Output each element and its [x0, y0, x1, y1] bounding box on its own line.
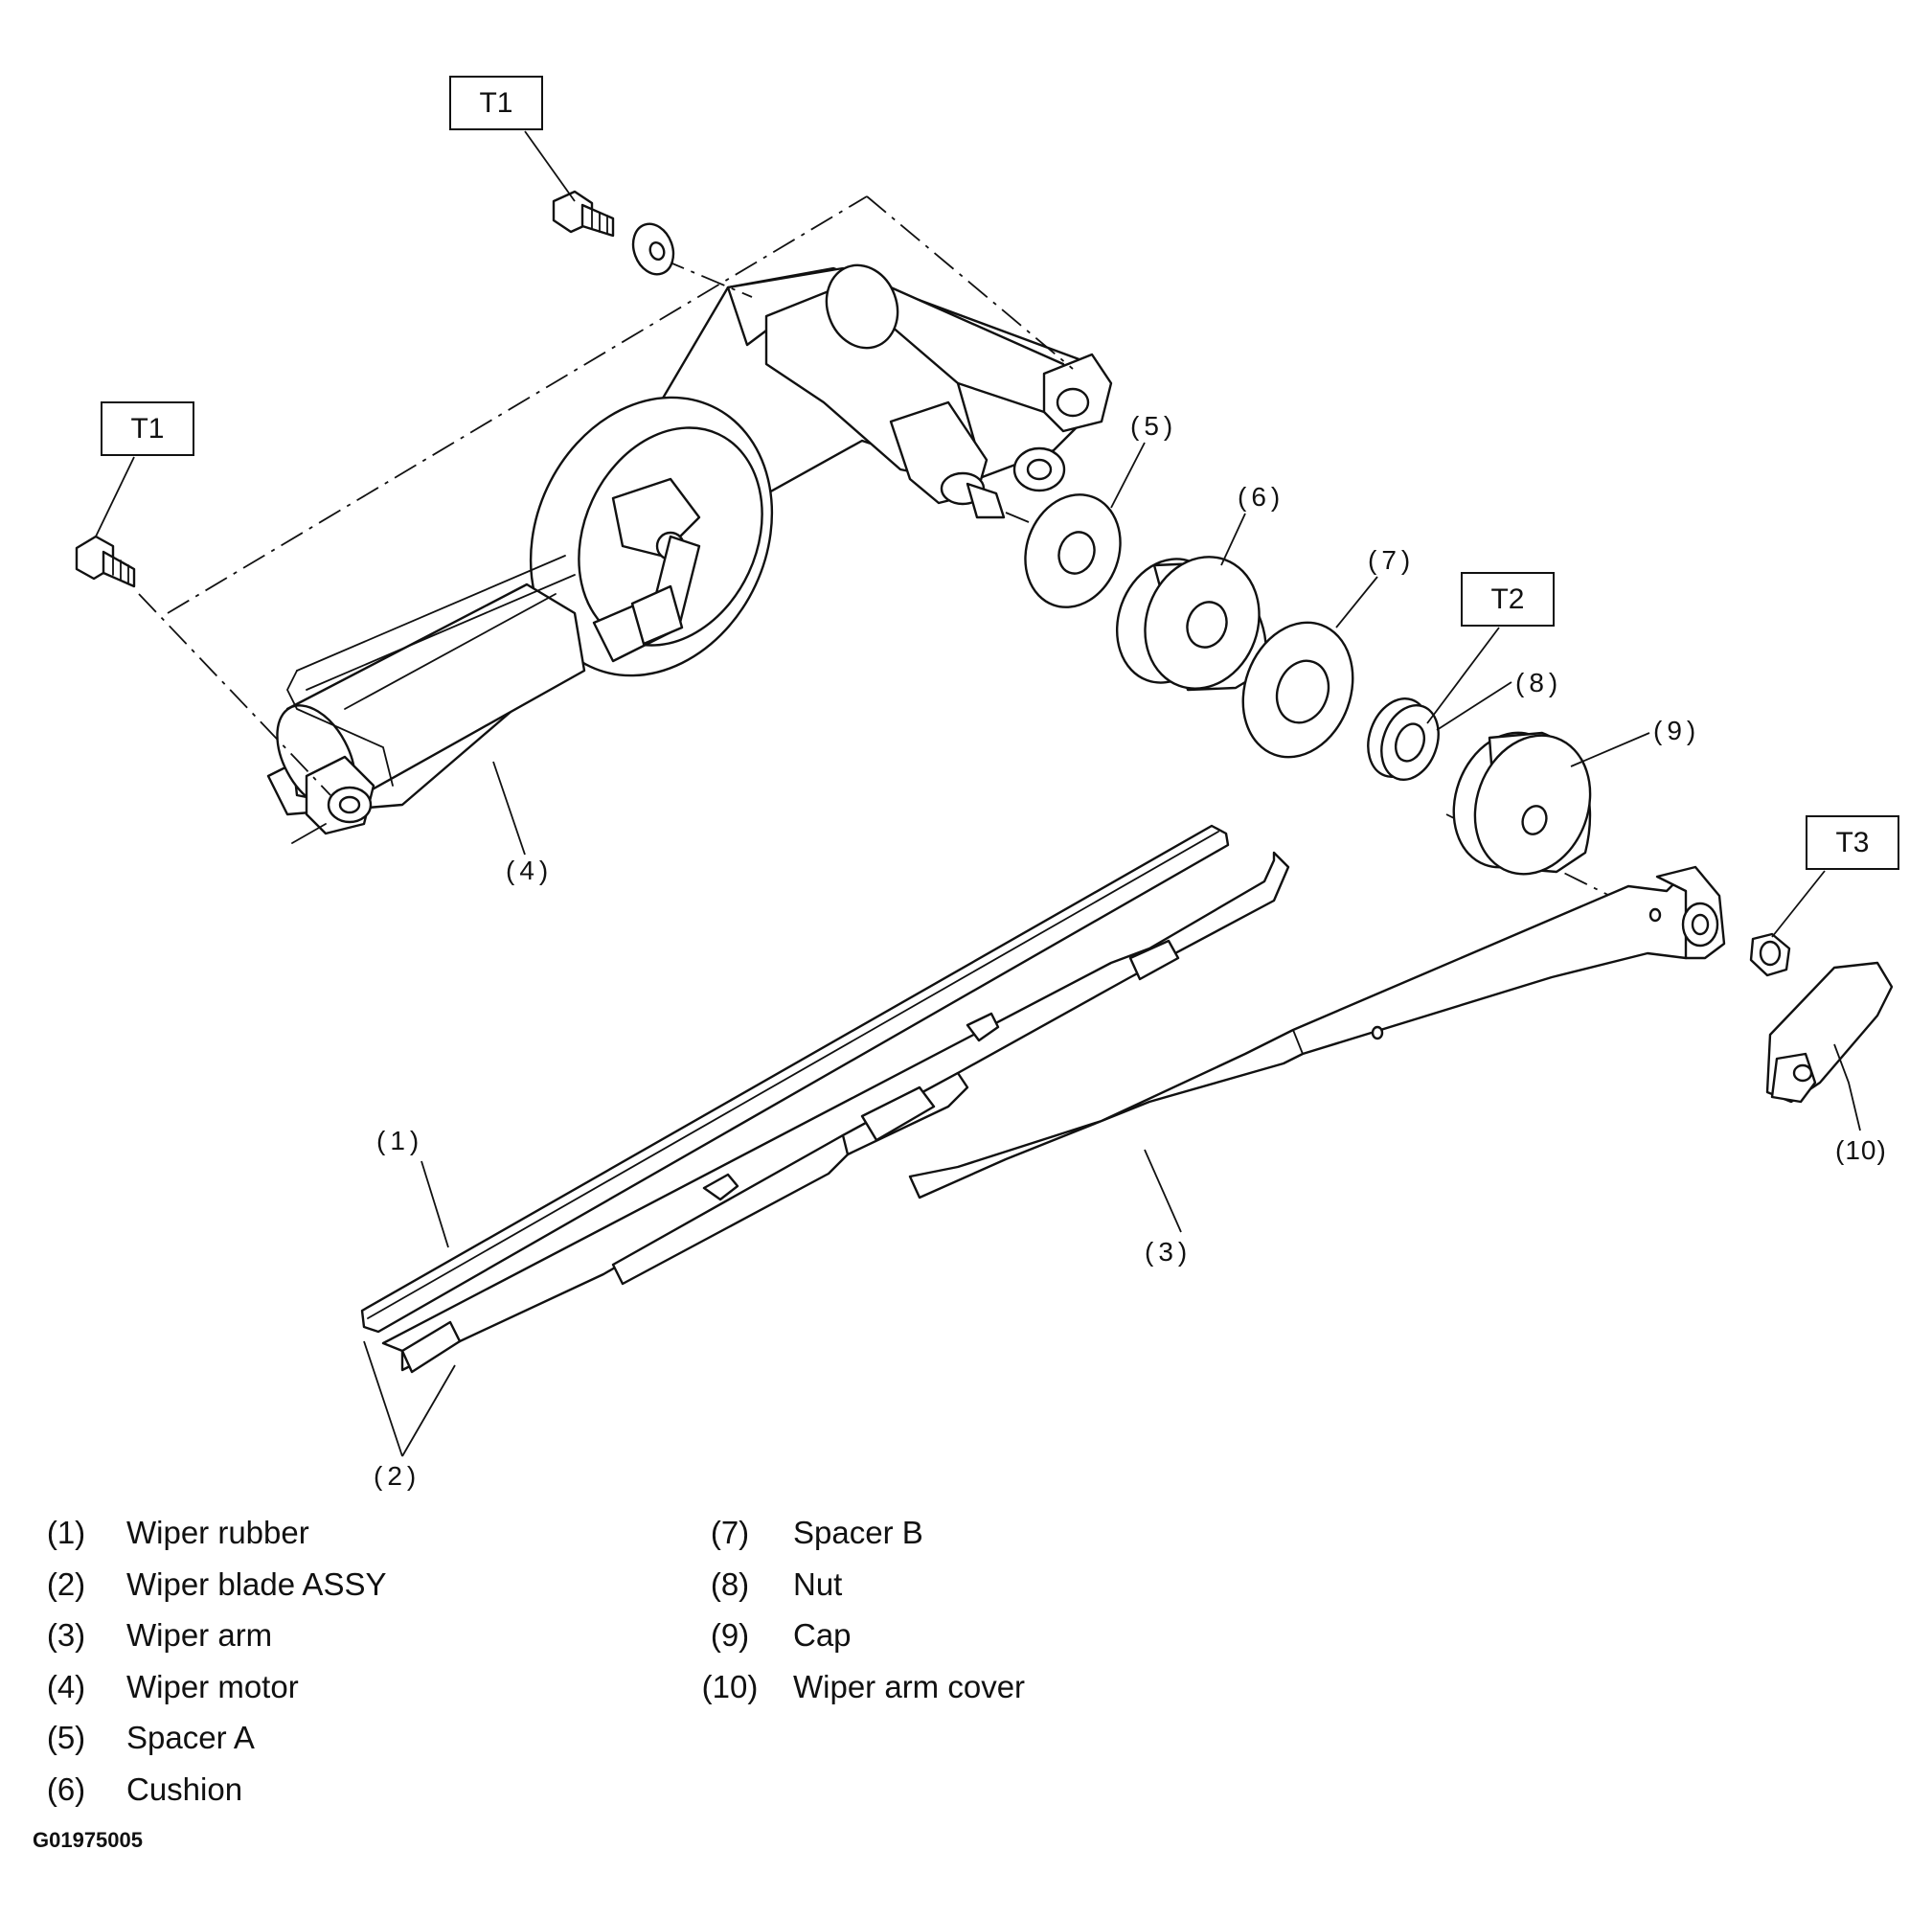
- parts-legend: (1) Wiper rubber (2) Wiper blade ASSY (3…: [0, 1514, 1932, 1859]
- callout-9: (9): [1653, 716, 1700, 745]
- legend-number: (9): [710, 1617, 750, 1653]
- legend-label: Spacer B: [793, 1515, 923, 1550]
- legend-number: (6): [46, 1771, 86, 1807]
- legend-label: Nut: [793, 1565, 843, 1602]
- left-bolt: [75, 535, 136, 588]
- callout-1: (1): [376, 1126, 423, 1155]
- callout-2: (2): [374, 1461, 420, 1491]
- svg-text:T3: T3: [1835, 827, 1869, 858]
- arm-nut: [1749, 932, 1791, 977]
- legend-number: (10): [701, 1668, 759, 1704]
- svg-text:T1: T1: [130, 413, 164, 445]
- wiper-arm: [908, 865, 1726, 1199]
- legend-label: Wiper rubber: [126, 1515, 309, 1550]
- upper-bolt: [552, 190, 615, 238]
- callout-4: (4): [506, 856, 553, 885]
- torque-box-t1-upper: T1: [449, 76, 543, 130]
- cap: [1452, 731, 1592, 876]
- callout-3: (3): [1145, 1237, 1192, 1267]
- legend-label: Wiper arm cover: [793, 1668, 1026, 1704]
- legend-label: Wiper motor: [126, 1668, 299, 1704]
- legend-number: (2): [46, 1565, 86, 1602]
- callout-7: (7): [1368, 545, 1415, 575]
- legend-number: (5): [46, 1720, 86, 1755]
- legend-number: (1): [46, 1515, 86, 1550]
- torque-box-t2: T2: [1461, 572, 1555, 627]
- figure-code: G01975005: [33, 1828, 143, 1852]
- wiper-arm-cover: [1765, 961, 1894, 1104]
- torque-box-t3: T3: [1806, 815, 1899, 870]
- wiper-motor: [266, 263, 1113, 844]
- wiper-blade: [360, 824, 1290, 1374]
- upper-washer: [631, 222, 675, 276]
- torque-box-t1-left: T1: [101, 401, 194, 456]
- callout-6: (6): [1238, 482, 1284, 512]
- legend-number: (7): [710, 1515, 750, 1550]
- legend-number: (3): [46, 1617, 86, 1653]
- spacer-a: [1024, 493, 1122, 608]
- callout-8: (8): [1515, 668, 1562, 697]
- callout-10: (10): [1835, 1135, 1887, 1165]
- legend-label: Cushion: [126, 1771, 243, 1807]
- svg-text:T1: T1: [479, 87, 512, 119]
- nut: [1367, 697, 1440, 781]
- callout-5: (5): [1130, 411, 1177, 441]
- spacer-b: [1241, 621, 1354, 759]
- legend-label: Cap: [793, 1617, 852, 1653]
- legend-label: Spacer A: [126, 1720, 255, 1755]
- exploded-parts-diagram: T1 T1 T2 T3 (1) (2) (3) (4) (5) (6) (7) …: [75, 76, 1899, 1491]
- legend-number: (8): [710, 1565, 750, 1602]
- legend-label: Wiper arm: [126, 1617, 273, 1653]
- legend-number: (4): [46, 1668, 86, 1704]
- svg-text:T2: T2: [1490, 583, 1524, 615]
- legend-label: Wiper blade ASSY: [126, 1565, 387, 1602]
